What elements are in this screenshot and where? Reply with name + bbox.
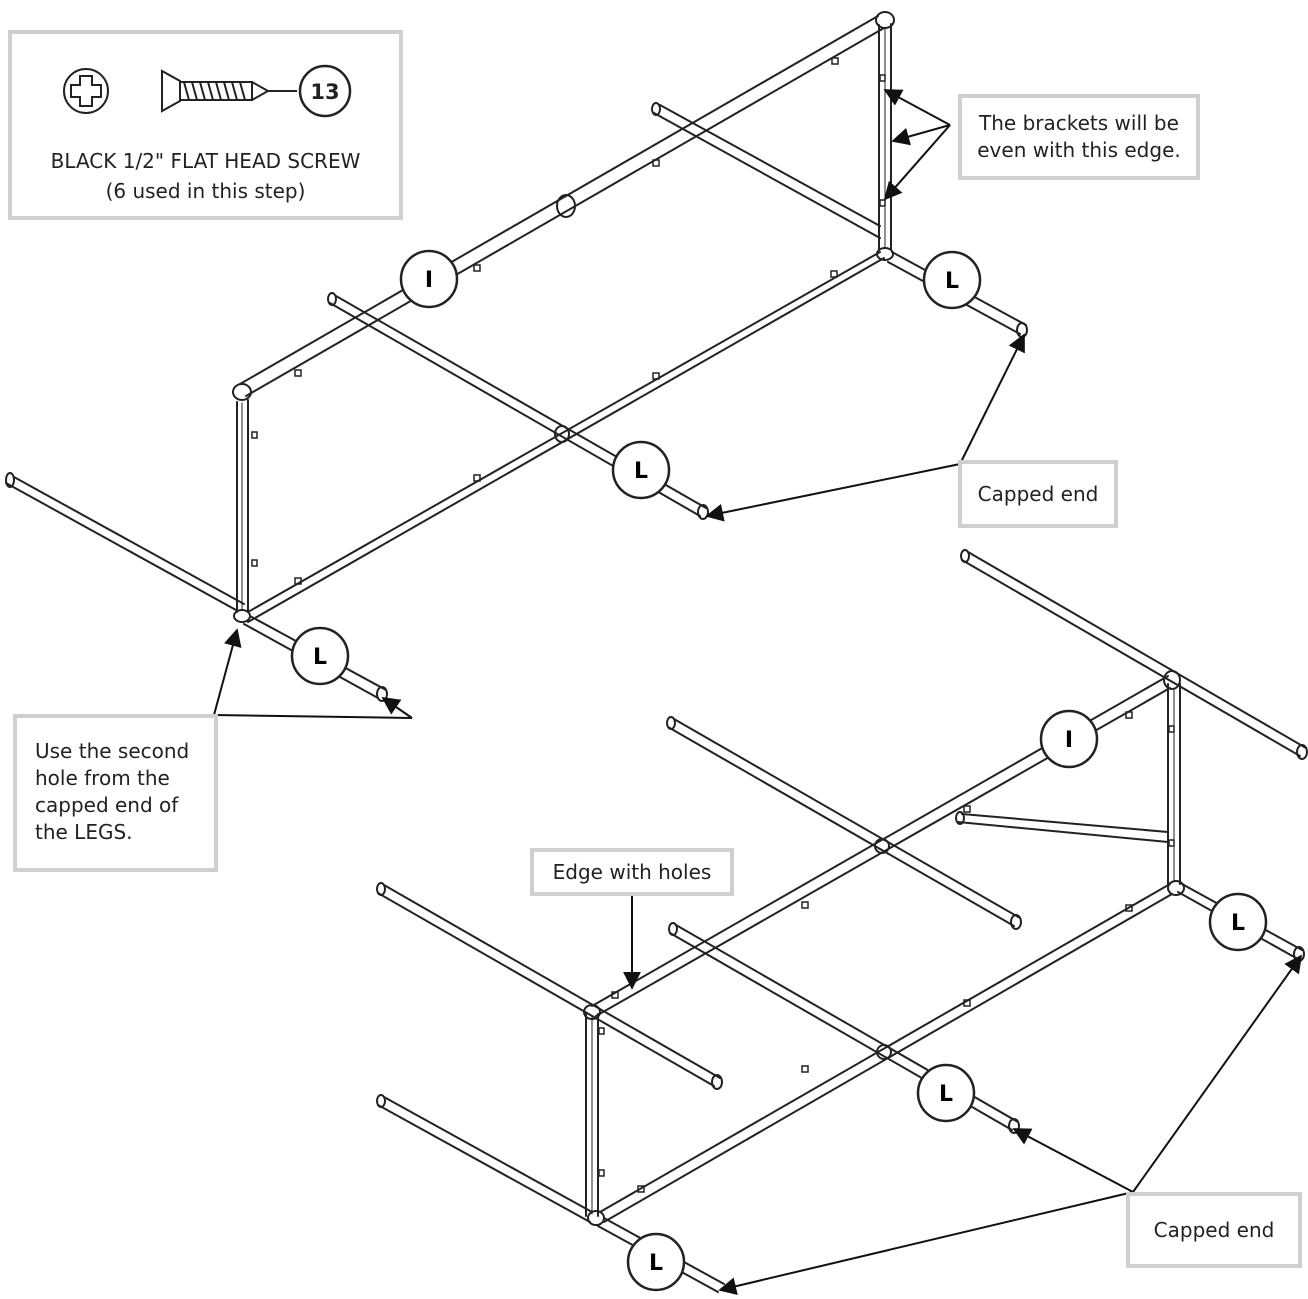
svg-text:L: L xyxy=(649,1251,663,1276)
svg-text:L: L xyxy=(945,269,959,294)
rod-left-upper-bottom xyxy=(376,882,723,1090)
callout-second-hole-line-2: hole from the xyxy=(35,766,170,790)
back-crossbar-bottom xyxy=(955,811,1169,843)
part-label-I-top: I xyxy=(399,249,459,309)
hardware-description: BLACK 1/2" FLAT HEAD SCREW (6 used in th… xyxy=(12,146,399,206)
joint-3 xyxy=(583,1004,601,1020)
joint-4 xyxy=(587,1210,605,1226)
arrow-bracket-2 xyxy=(891,124,951,146)
part-label-L-right-top: L xyxy=(922,250,982,310)
callout-brackets: The brackets will be even with this edge… xyxy=(958,94,1200,180)
callout-edge-with-holes: Edge with holes xyxy=(530,848,734,896)
joint-1 xyxy=(1163,670,1181,690)
arrow-second-hole-2 xyxy=(381,696,413,719)
callout-second-hole-line-3: capped end of xyxy=(35,793,179,817)
part-label-L-right-bottom: L xyxy=(1208,892,1268,952)
bottom-assembly xyxy=(376,549,1308,1293)
top-rail-joint xyxy=(556,194,576,218)
arrow-capped-top-1 xyxy=(959,333,1025,465)
joint-6 xyxy=(876,1044,892,1060)
svg-text:L: L xyxy=(1231,911,1245,936)
right-post-top xyxy=(875,11,895,261)
arrow-capped-bottom-1 xyxy=(1132,954,1303,1193)
svg-text:13: 13 xyxy=(310,80,339,104)
callout-capped-end-top-text: Capped end xyxy=(977,481,1099,506)
part-label-L-left-bottom: L xyxy=(626,1232,686,1292)
callout-second-hole-line-1: Use the second xyxy=(35,739,190,763)
callout-edge-with-holes-text: Edge with holes xyxy=(552,859,712,884)
mid-crossbar-upper xyxy=(666,716,1022,930)
svg-text:I: I xyxy=(1065,728,1073,753)
phillips-head-icon xyxy=(63,68,109,114)
brackets-top xyxy=(251,57,886,585)
arrow-bracket-1 xyxy=(883,89,951,126)
part-label-L-mid-top: L xyxy=(611,440,671,500)
callout-second-hole: Use the second hole from the capped end … xyxy=(13,714,218,872)
arrow-capped-bottom-2 xyxy=(1012,1128,1134,1193)
left-post-bottom xyxy=(585,1013,599,1217)
joint-5 xyxy=(874,838,890,854)
svg-text:L: L xyxy=(634,459,648,484)
arrow-bracket-3 xyxy=(883,124,951,201)
callout-brackets-line-1: The brackets will be xyxy=(979,111,1179,135)
leg-rod-left-top xyxy=(5,472,245,611)
arrow-capped-top-2 xyxy=(705,463,961,522)
arrow-capped-bottom-3 xyxy=(718,1191,1134,1296)
callout-capped-end-top: Capped end xyxy=(958,460,1118,528)
joint-2 xyxy=(1167,880,1185,896)
front-rail-joint xyxy=(554,425,570,443)
front-rail-top xyxy=(247,251,885,623)
rod-top-right-bottom xyxy=(960,549,1308,760)
part-label-I-bottom: I xyxy=(1039,709,1099,769)
arrows xyxy=(213,89,1303,1296)
callout-brackets-line-2: even with this edge. xyxy=(977,138,1181,162)
svg-text:L: L xyxy=(313,645,327,670)
callout-capped-end-bottom: Capped end xyxy=(1126,1192,1302,1268)
hardware-usage: (6 used in this step) xyxy=(105,179,306,203)
right-post-bottom xyxy=(1167,683,1181,885)
back-crossbar-top xyxy=(651,102,881,239)
arrow-second-hole-1 xyxy=(213,628,242,716)
lower-rail-bottom xyxy=(599,883,1173,1223)
hardware-graphic: 13 xyxy=(63,64,352,118)
svg-text:L: L xyxy=(939,1082,953,1107)
part-labels: I L L L I L L L xyxy=(290,249,1268,1292)
svg-text:I: I xyxy=(425,268,433,293)
arrow-second-hole-line xyxy=(213,714,413,719)
hardware-name: BLACK 1/2" FLAT HEAD SCREW xyxy=(50,149,361,173)
hardware-callout: 13 BLACK 1/2" FLAT HEAD SCREW (6 used in… xyxy=(8,30,403,220)
hardware-number-badge: 13 xyxy=(298,64,352,118)
callout-capped-end-bottom-text: Capped end xyxy=(1153,1217,1275,1242)
brackets-bottom xyxy=(598,711,1175,1193)
flat-head-screw-icon xyxy=(161,69,297,113)
rod-left-lower-bottom xyxy=(376,1094,593,1223)
part-label-L-mid-bottom: L xyxy=(916,1063,976,1123)
part-label-L-left-top: L xyxy=(290,626,350,686)
callout-second-hole-line-4: the LEGS. xyxy=(35,820,133,844)
left-post-top xyxy=(232,383,252,623)
